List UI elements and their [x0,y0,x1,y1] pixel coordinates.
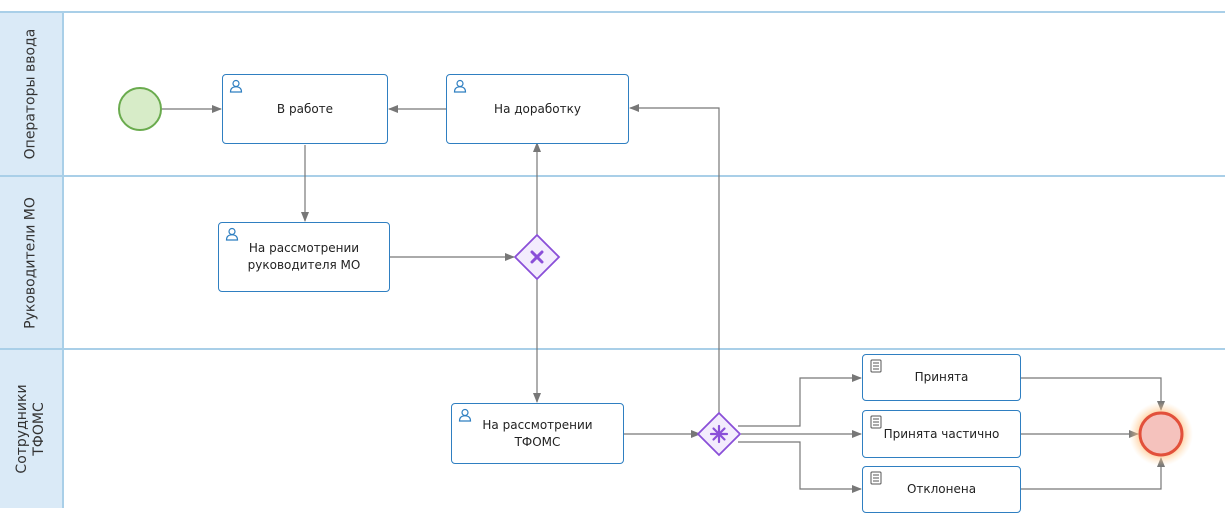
script-icon [870,471,882,485]
complex-gateway [696,411,742,457]
lane-header-tfoms: Сотрудники ТФОМС [0,350,64,508]
lane-divider-2 [0,348,1225,350]
lane-divider-top [0,11,1225,13]
flow-complex-to-rework [629,104,720,418]
user-icon [458,408,472,422]
task-label: В работе [276,101,334,116]
asterisk-icon [709,424,729,444]
task-accepted[interactable]: Принята [862,354,1021,401]
user-icon [225,227,239,241]
user-icon [229,79,243,93]
task-label: Принята [914,370,969,384]
lane-divider-1 [0,175,1225,177]
script-icon [870,415,882,429]
task-review-tfoms[interactable]: На рассмотрении ТФОМС [451,403,624,464]
exclusive-gateway [513,233,561,281]
end-event [1138,411,1184,457]
user-icon [453,79,467,93]
script-icon [870,359,882,373]
flow-accepted-to-end [1021,377,1165,411]
task-in-work[interactable]: В работе [222,74,388,144]
x-icon [530,250,544,264]
lane-header-operators: Операторы ввода [0,12,64,175]
task-label: Принята частично [883,426,1000,441]
task-label: Отклонена [906,482,977,496]
task-label: На рассмотрении ТФОМС [482,417,593,449]
start-event [118,87,162,131]
task-label: На рассмотрении руководителя МО [247,241,361,272]
task-label: На доработку [494,101,581,116]
task-rework[interactable]: На доработку [446,74,629,144]
task-partially-accepted[interactable]: Принята частично [862,410,1021,458]
lane-header-mo-heads: Руководители МО [0,177,64,348]
flow-complex-to-accepted [738,374,862,427]
task-rejected[interactable]: Отклонена [862,466,1021,513]
task-review-mo[interactable]: На рассмотрении руководителя МО [218,222,390,292]
flow-complex-to-rejected [738,441,862,493]
flow-rejected-to-end [1021,457,1165,490]
